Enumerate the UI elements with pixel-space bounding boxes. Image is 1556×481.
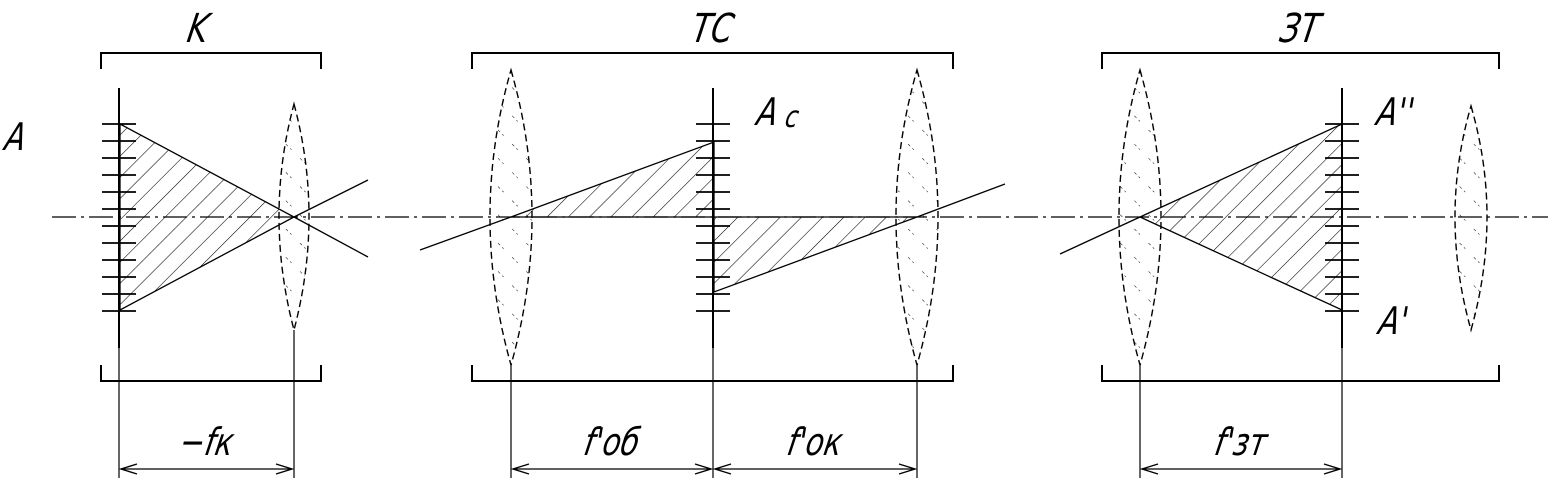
point-ac-label: A [752,91,782,135]
block-tc-label: TC [688,4,738,51]
ray-bundle-zt [1138,122,1343,312]
point-a-label: A [0,116,30,160]
reticle-k [102,88,136,348]
bracket-k-bottom [100,365,322,382]
dimension-lines [118,330,1343,478]
dim-label-fzt: f'зт [1211,421,1271,465]
block-zt-label: ЗТ [1277,4,1327,51]
block-tc [419,52,1006,382]
ray-bundle-k [119,122,296,312]
dim-label-fok: f'ок [784,421,847,465]
ray-bundle-tc-left [510,141,715,218]
block-k-label: K [184,4,216,51]
dim-label-fk: −fк [177,421,238,465]
point-ac-subscript: c [783,100,802,134]
point-a-double-prime-label: A'' [1372,91,1418,135]
bracket-zt-top [1101,52,1500,69]
lens-objective-zt [1118,67,1162,368]
lens-eyepiece-tc [895,67,939,368]
dim-label-fob: f'об [581,421,644,465]
lens-objective-tc [489,67,533,368]
bracket-k-top [100,52,322,69]
ray-bundle-tc-right [713,216,918,293]
lens-k [278,101,310,333]
bracket-tc-top [471,52,954,69]
block-zt [1059,52,1500,382]
point-a-prime-label: A' [1374,300,1412,344]
reticle-zt [1325,88,1359,348]
lens-eyepiece-zt [1454,103,1488,333]
block-k [100,52,369,382]
reticle-tc [696,88,730,348]
bracket-zt-bottom [1101,365,1500,382]
